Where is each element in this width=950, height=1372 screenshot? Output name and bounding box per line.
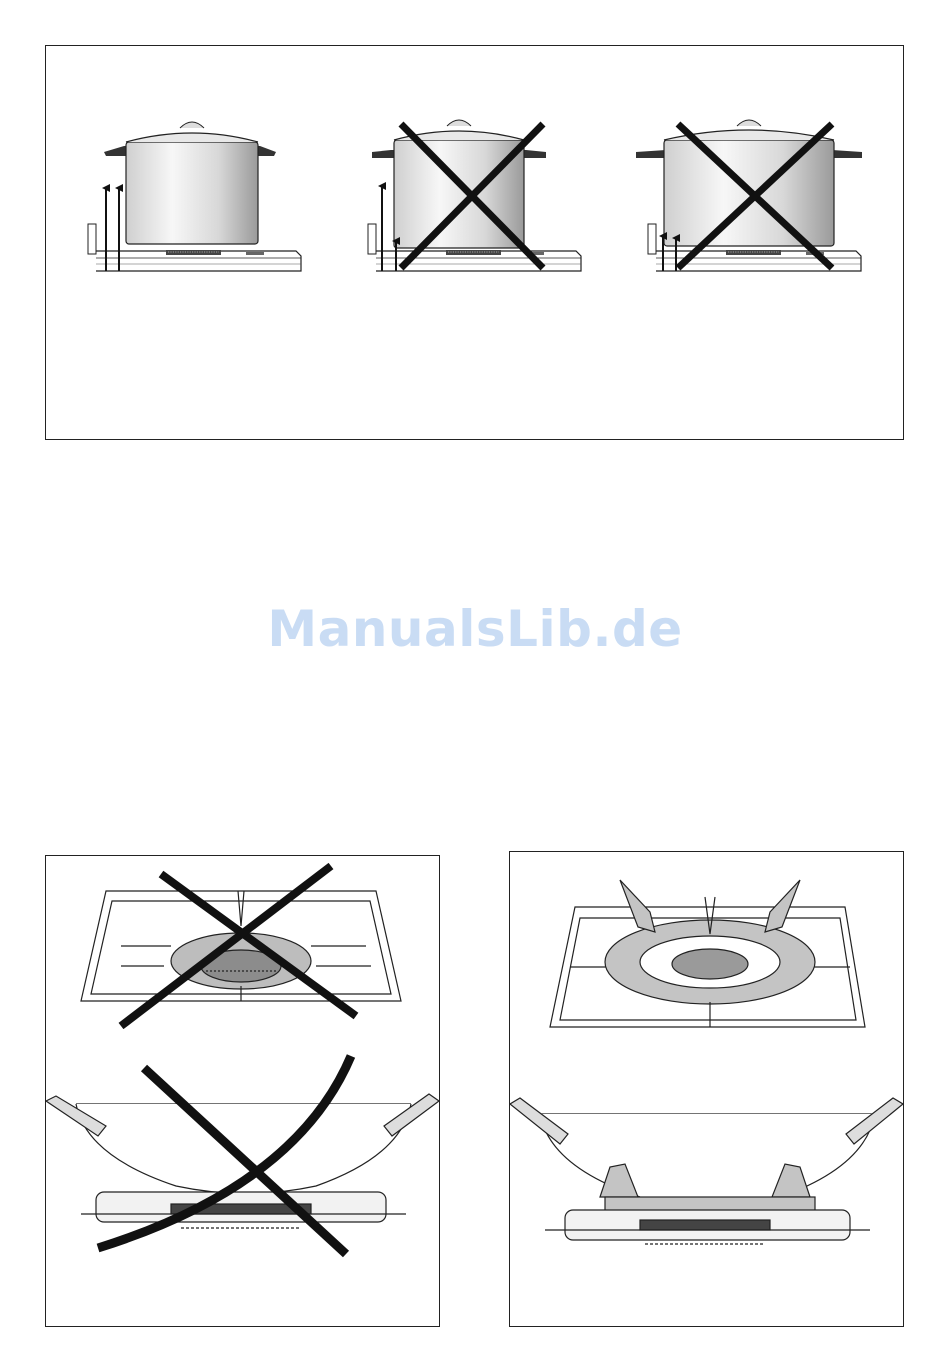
burner-grid-with-ring xyxy=(550,880,865,1027)
wok-with-ring-figure xyxy=(509,851,904,1327)
watermark-text: ManualsLib.de xyxy=(0,600,950,658)
pot-offset-figure xyxy=(636,120,862,271)
pot-placement-figure xyxy=(45,45,904,440)
pot-small-base-figure xyxy=(368,120,581,271)
pot-illustrations xyxy=(46,46,903,439)
wok-without-ring-figure xyxy=(45,855,440,1327)
wok-with-ring-illustration xyxy=(510,852,903,1326)
wok-side-view-with-ring xyxy=(510,1098,903,1244)
wok-without-ring-illustration xyxy=(46,856,439,1326)
pot-centered-figure xyxy=(88,122,301,271)
burner-grid-top-view xyxy=(81,891,401,1001)
